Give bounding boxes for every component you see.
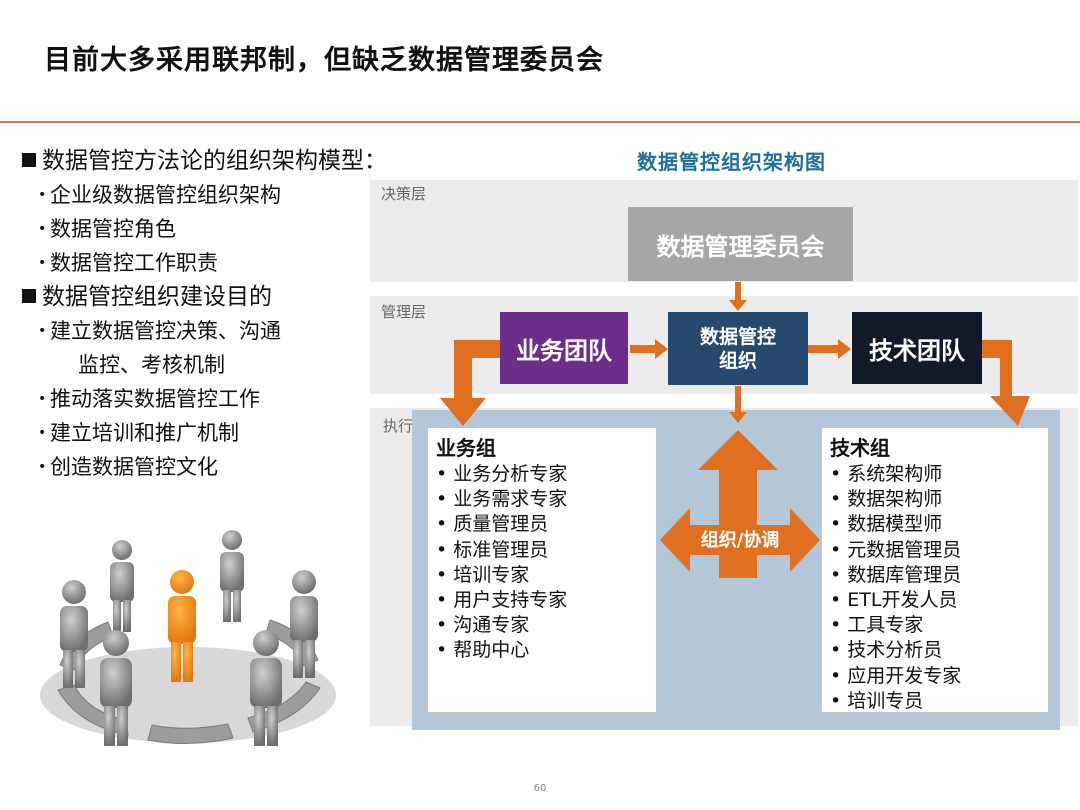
list-item: 标准管理员 xyxy=(436,538,656,563)
list-item: 数据模型师 xyxy=(830,512,1048,537)
list-item: 推动落实数据管控工作 xyxy=(22,382,442,416)
business-team-box: 业务团队 xyxy=(500,312,628,384)
list-item: 培训专家 xyxy=(436,563,656,588)
business-group-title: 业务组 xyxy=(436,436,496,460)
list-item: 业务分析专家 xyxy=(436,462,656,487)
list-item: 系统架构师 xyxy=(830,462,1048,487)
list-item: 元数据管理员 xyxy=(830,538,1048,563)
list-item: 数据库管理员 xyxy=(830,563,1048,588)
data-governance-org-box: 数据管控 组织 xyxy=(668,312,808,385)
section-heading-methodology: 数据管控方法论的组织架构模型： xyxy=(22,144,442,178)
list-item: 沟通专家 xyxy=(436,613,656,638)
list-item: 帮助中心 xyxy=(436,638,656,663)
square-bullet-icon xyxy=(22,289,36,303)
diagram-title: 数据管控组织架构图 xyxy=(637,150,826,174)
list-item: 数据架构师 xyxy=(830,487,1048,512)
list-item: 数据管控工作职责 xyxy=(22,246,442,280)
layer-label-decision: 决策层 xyxy=(381,185,427,203)
title-divider xyxy=(0,121,1080,123)
coordination-label: 组织/协调 xyxy=(700,530,780,551)
layer-label-management: 管理层 xyxy=(381,303,427,321)
list-item: 培训专员 xyxy=(830,689,1048,714)
data-management-committee-box: 数据管理委员会 xyxy=(628,207,853,281)
list-item: 应用开发专家 xyxy=(830,664,1048,689)
list-item-continuation: 监控、考核机制 xyxy=(78,353,225,377)
section-heading-text: 数据管控方法论的组织架构模型： xyxy=(42,148,387,174)
list-item: 质量管理员 xyxy=(436,512,656,537)
list-item: 技术分析员 xyxy=(830,638,1048,663)
business-group-card: 业务组 业务分析专家 业务需求专家 质量管理员 标准管理员 培训专家 用户支持专… xyxy=(428,428,656,712)
page-title: 目前大多采用联邦制，但缺乏数据管理委员会 xyxy=(44,45,604,76)
list-item: ETL开发人员 xyxy=(830,588,1048,613)
org-box-line1: 数据管控 xyxy=(699,325,776,348)
list-item: 建立培训和推广机制 xyxy=(22,416,442,450)
list-item: 数据管控角色 xyxy=(22,212,442,246)
list-item: 用户支持专家 xyxy=(436,588,656,613)
technical-group-card: 技术组 系统架构师 数据架构师 数据模型师 元数据管理员 数据库管理员 ETL开… xyxy=(822,428,1048,712)
list-item: 建立数据管控决策、沟通 xyxy=(22,314,442,348)
page-number: 60 xyxy=(533,783,547,794)
section-heading-purpose: 数据管控组织建设目的 xyxy=(22,280,442,314)
left-outline: 数据管控方法论的组织架构模型： 企业级数据管控组织架构 数据管控角色 数据管控工… xyxy=(22,144,442,484)
list-item: 创造数据管控文化 xyxy=(22,450,442,484)
list-item: 工具专家 xyxy=(830,613,1048,638)
team-people-illustration xyxy=(40,530,336,746)
list-item: 业务需求专家 xyxy=(436,487,656,512)
section-heading-text: 数据管控组织建设目的 xyxy=(42,284,272,310)
technical-group-title: 技术组 xyxy=(830,436,890,460)
square-bullet-icon xyxy=(22,153,36,167)
technical-team-box: 技术团队 xyxy=(852,312,982,384)
org-box-line2: 组织 xyxy=(718,349,757,372)
list-item: 企业级数据管控组织架构 xyxy=(22,178,442,212)
